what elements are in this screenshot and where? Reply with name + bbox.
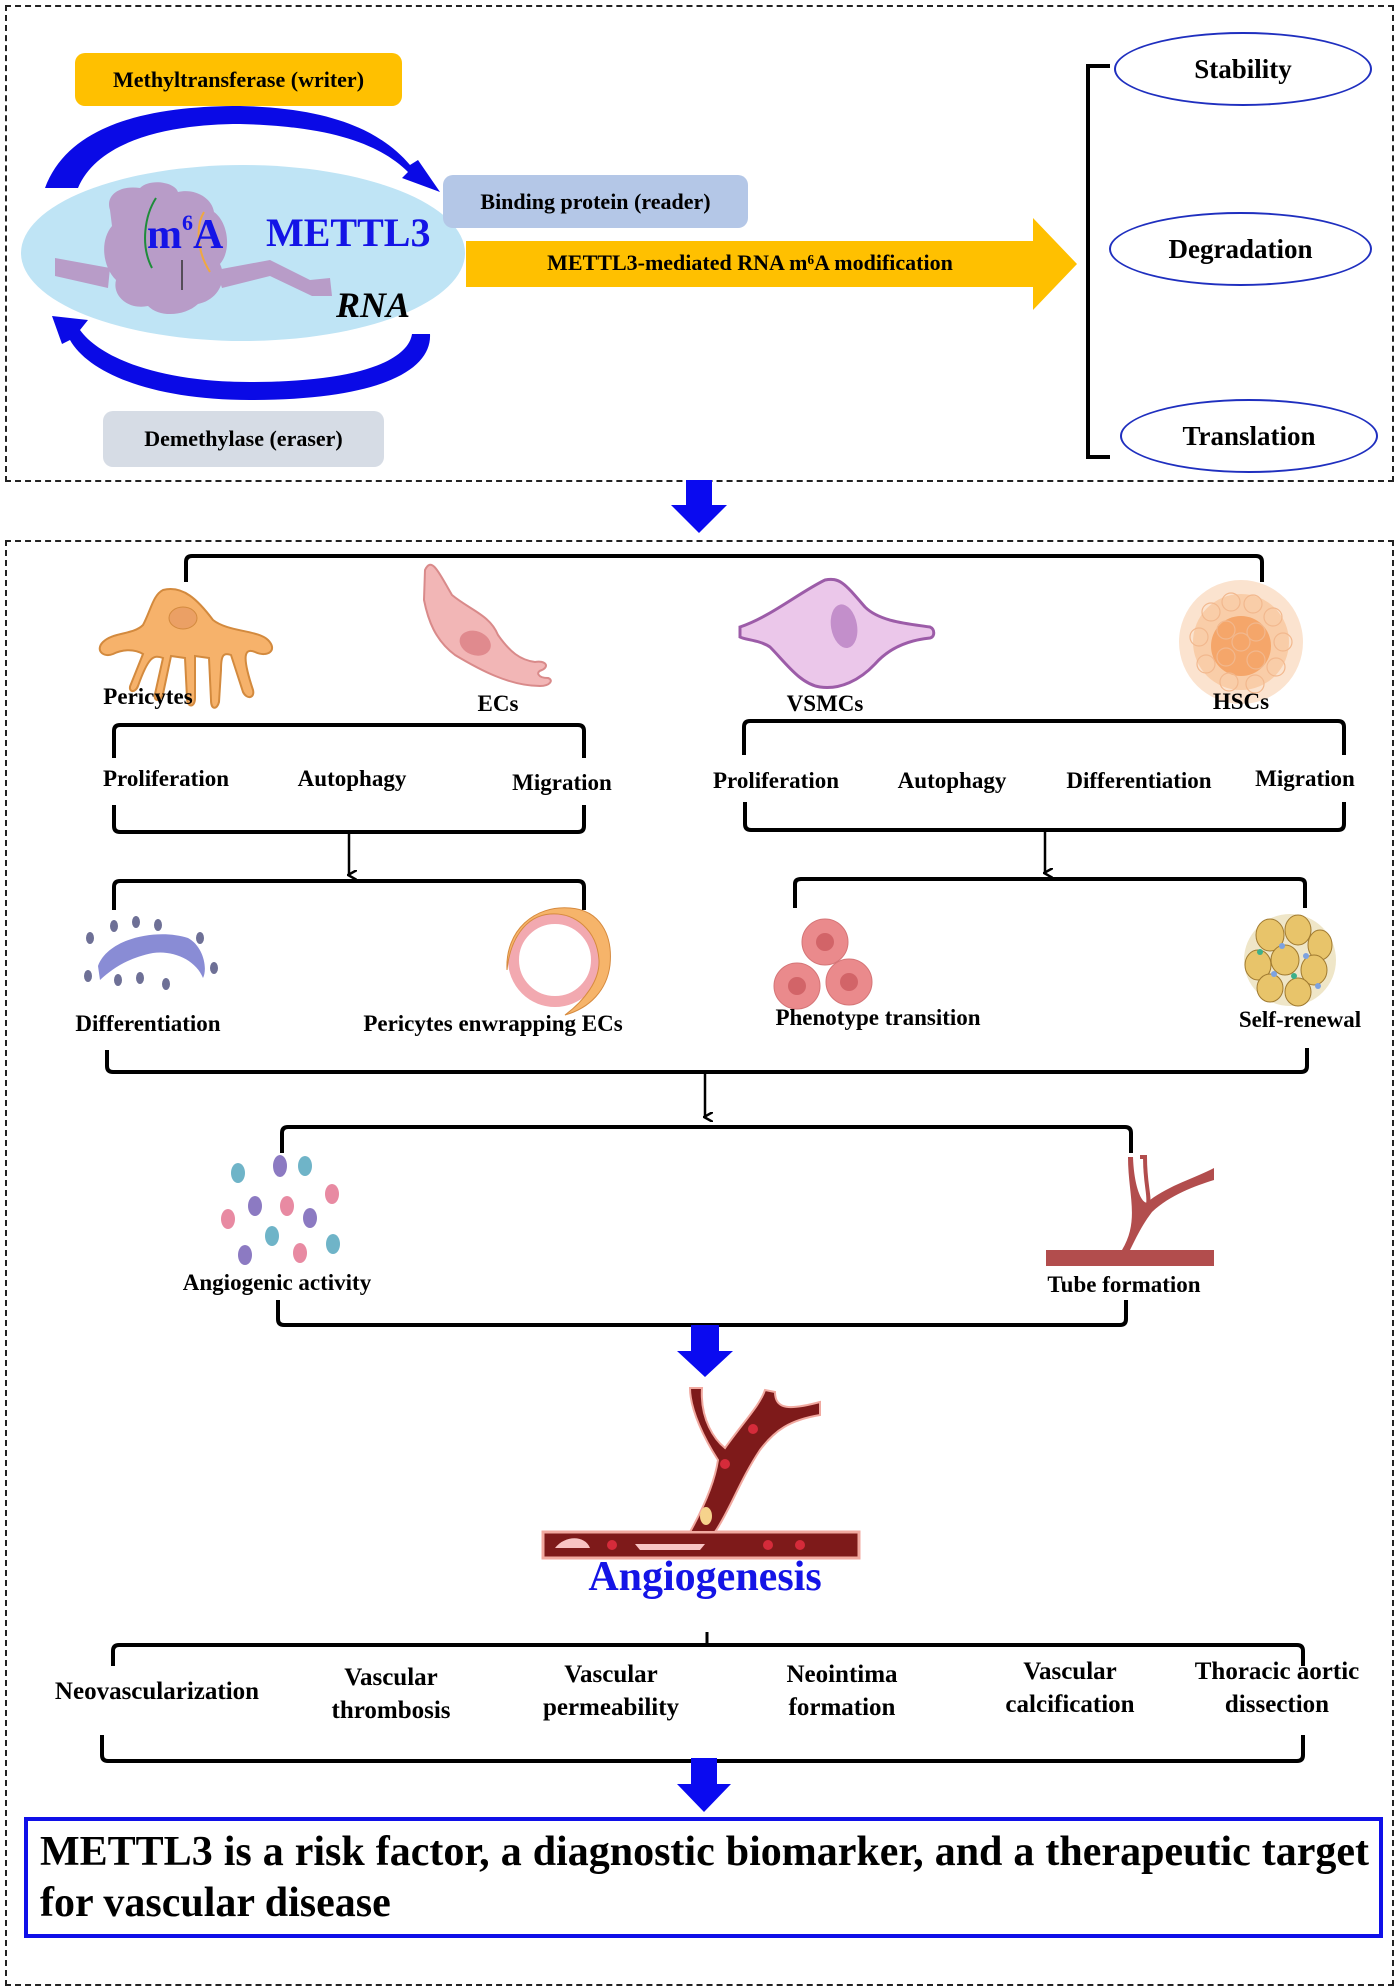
effect-pericytes-enwrapping: Pericytes enwrapping ECs bbox=[363, 1011, 623, 1036]
process-left-migration: Migration bbox=[512, 770, 612, 795]
disease-line: Vascular bbox=[564, 1661, 658, 1688]
process-left-proliferation: Proliferation bbox=[102, 766, 230, 791]
outcome-stability: Stability bbox=[1114, 32, 1372, 106]
activity-angiogenic: Angiogenic activity bbox=[182, 1270, 372, 1295]
stem-cell-cluster-icon bbox=[1179, 580, 1303, 704]
left-process-bracket-bottom bbox=[112, 805, 586, 834]
disease-line: Thoracic aortic bbox=[1194, 1658, 1360, 1685]
mettl3-label: METTL3 bbox=[266, 210, 431, 255]
process-right-migration: Migration bbox=[1255, 766, 1355, 791]
cell-label-ecs: ECs bbox=[477, 691, 519, 716]
process-right-proliferation: Proliferation bbox=[712, 768, 840, 793]
process-right-autophagy: Autophagy bbox=[897, 768, 1007, 793]
reader-label: Binding protein (reader) bbox=[443, 175, 748, 228]
disease-thoracic-aortic-dissection: Thoracic aortic dissection bbox=[1195, 1656, 1360, 1721]
effects-panel bbox=[5, 540, 1394, 1986]
eraser-cycle-arrow bbox=[52, 316, 431, 400]
m6a-end: A bbox=[193, 212, 224, 258]
down-arrow-2 bbox=[677, 1325, 733, 1377]
disease-neointima-formation: Neointima formation bbox=[786, 1659, 897, 1724]
writer-cycle-arrow bbox=[45, 106, 440, 192]
effect-self-renewal: Self-renewal bbox=[1238, 1007, 1362, 1032]
differentiation-icon bbox=[84, 916, 218, 990]
activity-tube-formation: Tube formation bbox=[1047, 1272, 1201, 1297]
right-process-bracket-top bbox=[742, 719, 1346, 755]
outcomes-bracket bbox=[1086, 64, 1110, 459]
disease-line: Neointima bbox=[786, 1661, 898, 1688]
effect-differentiation: Differentiation bbox=[75, 1011, 221, 1036]
writer-label: Methyltransferase (writer) bbox=[75, 53, 402, 106]
left-effects-bracket bbox=[112, 879, 586, 910]
pericyte-cell-icon bbox=[98, 588, 274, 709]
process-left-autophagy: Autophagy bbox=[297, 766, 407, 791]
conclusion-box: METTL3 is a risk factor, a diagnostic bi… bbox=[24, 1817, 1383, 1938]
right-effects-bracket bbox=[793, 877, 1307, 908]
self-renewal-icon bbox=[1244, 914, 1336, 1007]
disease-line: Vascular bbox=[1023, 1658, 1117, 1685]
eraser-label: Demethylase (eraser) bbox=[103, 411, 384, 467]
modification-arrow bbox=[466, 218, 1077, 310]
disease-vascular-permeability: Vascular permeability bbox=[543, 1659, 679, 1724]
left-process-bracket-top bbox=[112, 723, 586, 758]
m6a-base: m bbox=[147, 212, 182, 258]
cell-label-vsmcs: VSMCs bbox=[786, 691, 864, 716]
activities-bracket bbox=[280, 1125, 1133, 1153]
down-arrow-3 bbox=[677, 1758, 731, 1812]
disease-line: Vascular bbox=[344, 1664, 438, 1691]
down-arrow-1 bbox=[671, 480, 727, 533]
disease-line: thrombosis bbox=[331, 1696, 451, 1724]
outcome-translation: Translation bbox=[1120, 399, 1378, 473]
right-process-bracket-bottom bbox=[743, 802, 1346, 832]
smooth-muscle-cell-icon bbox=[738, 577, 936, 690]
cell-label-hscs: HSCs bbox=[1212, 689, 1270, 714]
disease-vascular-calcification: Vascular calcification bbox=[1005, 1656, 1134, 1721]
disease-line: dissection bbox=[1224, 1690, 1330, 1718]
angiogenic-factors-icon bbox=[221, 1155, 340, 1265]
disease-line: formation bbox=[788, 1693, 896, 1721]
modification-arrow-label: METTL3-mediated RNA m⁶A modification bbox=[547, 250, 953, 275]
effect-phenotype-transition: Phenotype transition bbox=[775, 1005, 981, 1030]
endothelial-cell-icon bbox=[422, 563, 552, 688]
tube-formation-icon bbox=[1046, 1155, 1214, 1266]
disease-line: permeability bbox=[542, 1693, 680, 1721]
disease-vascular-thrombosis: Vascular thrombosis bbox=[331, 1662, 450, 1727]
disease-line: Neovascularization bbox=[54, 1678, 260, 1705]
cells-bracket bbox=[184, 554, 1264, 582]
effects-bottom-bracket bbox=[105, 1048, 1309, 1074]
process-right-differentiation: Differentiation bbox=[1066, 768, 1212, 793]
pericyte-wrapping-icon bbox=[506, 907, 611, 1016]
disease-bracket-bottom bbox=[100, 1735, 1305, 1763]
cell-label-pericytes: Pericytes bbox=[103, 684, 193, 709]
phenotype-transition-icon bbox=[773, 918, 873, 1010]
mettl3-protein-icon bbox=[55, 182, 332, 315]
disease-neovascularization: Neovascularization bbox=[55, 1676, 259, 1709]
angiogenesis-title: Angiogenesis bbox=[588, 1554, 822, 1600]
angiogenesis-vessel-icon bbox=[541, 1387, 861, 1560]
activities-bottom-bracket bbox=[276, 1300, 1128, 1327]
m6a-label: m6A bbox=[147, 212, 224, 258]
outcome-degradation: Degradation bbox=[1109, 212, 1372, 286]
disease-line: calcification bbox=[1005, 1690, 1135, 1718]
m6a-superscript: 6 bbox=[182, 210, 193, 235]
rna-label: RNA bbox=[336, 285, 411, 325]
